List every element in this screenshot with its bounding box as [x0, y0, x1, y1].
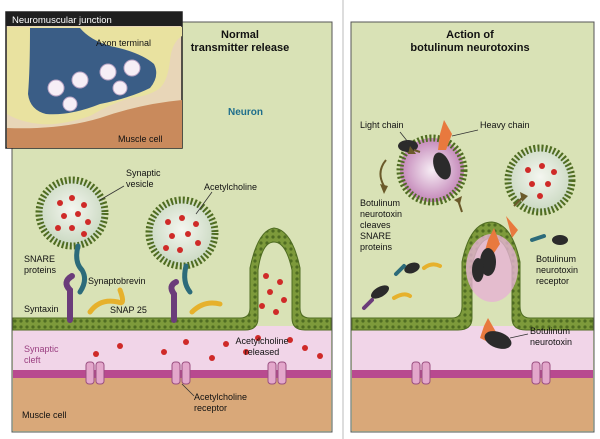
- heavy-chain-mid-2: [506, 216, 518, 238]
- cleaved-snare-fragments: [362, 234, 546, 310]
- snare-label-2: proteins: [24, 265, 57, 275]
- arrowheads: [380, 146, 528, 204]
- ach-receptor-label-1: Acetylcholine: [194, 392, 247, 402]
- inset-vesicles: [47, 59, 141, 112]
- neurotoxin-label-1: Botulinum: [530, 326, 570, 336]
- light-chain-freed: [398, 140, 418, 152]
- ach-receptor-label-2: receptor: [194, 403, 227, 413]
- syntaxin-label: Syntaxin: [24, 304, 59, 314]
- inset-muscle: [7, 100, 182, 148]
- light-chain-cleave-1: [370, 285, 390, 299]
- right-muscle-region: [352, 372, 593, 431]
- acetylcholine-dots-2: [163, 215, 201, 253]
- synaptobrevin-2: [182, 263, 193, 295]
- ach-released-label-1: Acetylcholine: [235, 336, 288, 346]
- acetylcholine-dots-1: [55, 195, 91, 237]
- vesicle-leader: [99, 185, 125, 201]
- receptor-label-3: receptor: [536, 276, 569, 286]
- cleaves-label-4: SNARE: [360, 231, 391, 241]
- right-title-line1: Action of: [446, 29, 494, 41]
- heavy-chain-leader: [451, 129, 479, 137]
- light-chain-bottom: [484, 331, 512, 349]
- presynaptic-membrane: [12, 227, 332, 331]
- synaptobrevin: [74, 243, 88, 295]
- snap25: [87, 287, 126, 315]
- snare-label-1: SNARE: [24, 254, 55, 264]
- light-chain-mid-2: [472, 258, 484, 282]
- light-chain-label: Light chain: [360, 120, 404, 130]
- right-title-line2: botulinum neurotoxins: [410, 42, 529, 54]
- light-chain-top: [433, 152, 451, 180]
- right-vesicle-ach: [525, 163, 557, 199]
- light-chain-leader: [399, 131, 409, 143]
- right-panel: Action of botulinum neurotoxins Light ch…: [350, 21, 595, 433]
- synaptobrevin-label: Synaptobrevin: [88, 276, 146, 286]
- synaptic-vesicle-2: [145, 196, 219, 270]
- right-muscle-membrane: [352, 370, 593, 378]
- neurotoxin-label-2: neurotoxin: [530, 337, 572, 347]
- muscle-cell-label: Muscle cell: [22, 410, 67, 420]
- left-title-line1: Normal: [221, 29, 259, 41]
- syntaxin-2: [168, 279, 179, 323]
- cleaves-label-1: Botulinum: [360, 198, 400, 208]
- right-cleft-region: [352, 326, 593, 374]
- acetylcholine-label: Acetylcholine: [204, 182, 257, 192]
- light-chain-mid: [480, 248, 496, 276]
- syntaxin: [63, 273, 75, 323]
- light-chain-cleave-2: [404, 262, 420, 274]
- right-receptors: [411, 361, 551, 385]
- light-chain-receptor: [552, 235, 568, 245]
- receptor-leader: [181, 383, 195, 397]
- inset-axon-label: Axon terminal: [96, 38, 151, 48]
- left-title-line2: transmitter release: [191, 42, 289, 54]
- acetylcholine-leader: [195, 191, 213, 215]
- synaptic-vesicle-1: [35, 176, 109, 250]
- heavy-chain-top: [438, 120, 452, 150]
- synaptic-cleft-label-1: Synaptic: [24, 344, 59, 354]
- inset-title-bar: [6, 12, 182, 26]
- heavy-chain-label: Heavy chain: [480, 120, 530, 130]
- neurotoxin-leader: [509, 333, 529, 339]
- inset-title: Neuromuscular junction: [12, 15, 112, 26]
- cleaves-label-5: proteins: [360, 242, 393, 252]
- inset-neuromuscular-junction: Neuromuscular junction Axon terminal Mus…: [5, 11, 183, 149]
- receptor-label-1: Botulinum: [536, 254, 576, 264]
- synaptic-vesicle-label-1: Synaptic: [126, 168, 161, 178]
- released-acetylcholine: [93, 273, 323, 361]
- cleaves-label-3: cleaves: [360, 220, 391, 230]
- acetylcholine-receptors: [85, 361, 287, 385]
- snap25-label: SNAP 25: [110, 305, 147, 315]
- synaptic-cleft-label-2: cleft: [24, 355, 41, 365]
- snap25-2: [189, 300, 223, 315]
- receptor-label-2: neurotoxin: [536, 265, 578, 275]
- ach-released-label-2: released: [245, 347, 280, 357]
- inset-muscle-label: Muscle cell: [118, 134, 163, 144]
- cleaves-label-2: neurotoxin: [360, 209, 402, 219]
- synaptic-vesicle-label-2: vesicle: [126, 179, 154, 189]
- neuron-label: Neuron: [228, 107, 263, 118]
